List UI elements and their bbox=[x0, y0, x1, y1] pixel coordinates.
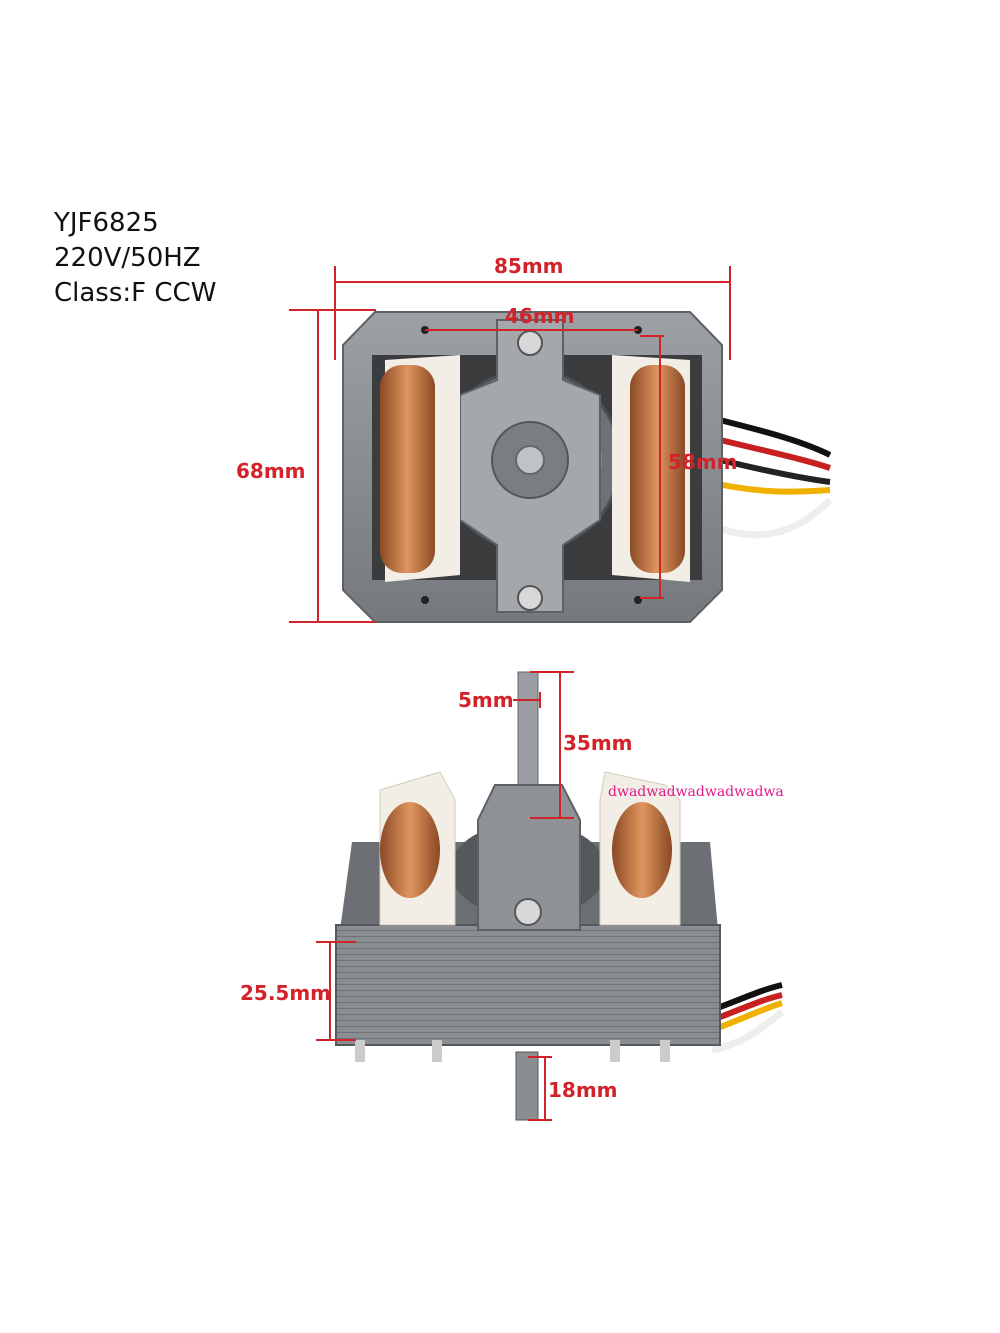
coil-height-label: 58mm bbox=[668, 450, 738, 474]
hole-spacing-label: 46mm bbox=[505, 304, 575, 328]
class-spec: Class:F CCW bbox=[54, 278, 217, 308]
stack-height-label: 25.5mm bbox=[240, 981, 332, 1005]
bottom-shaft-label: 18mm bbox=[548, 1078, 618, 1102]
shaft-diameter-label: 5mm bbox=[458, 688, 514, 712]
voltage-spec: 220V/50HZ bbox=[54, 243, 201, 273]
dimension-lines-top bbox=[289, 266, 731, 623]
height-label: 68mm bbox=[236, 459, 306, 483]
watermark-text: dwadwadwadwadwadwa bbox=[608, 784, 784, 800]
motor-top-view bbox=[342, 311, 833, 623]
motor-side-view bbox=[335, 671, 785, 1121]
dimension-lines-side bbox=[316, 671, 574, 1121]
model-number: YJF6825 bbox=[54, 208, 159, 238]
width-label: 85mm bbox=[494, 254, 564, 278]
shaft-length-label: 35mm bbox=[563, 731, 633, 755]
